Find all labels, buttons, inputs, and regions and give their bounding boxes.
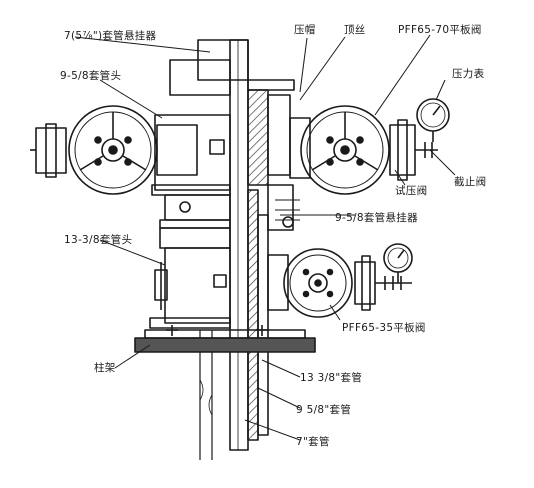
label-casing-head-1338: 13-3/8套管头 bbox=[64, 234, 133, 246]
casing-head-1338-body bbox=[149, 227, 231, 329]
lower-pressure-gauge bbox=[383, 243, 413, 283]
casing-head-958-body bbox=[151, 114, 231, 229]
tubing-flange-area bbox=[267, 184, 300, 231]
base-support-frame bbox=[134, 325, 316, 353]
label-casing-hanger-7: 7(5⅞")套管悬挂器 bbox=[64, 30, 157, 42]
label-casing-7: 7"套管 bbox=[296, 436, 330, 448]
upper-left-handwheel-valve bbox=[30, 105, 198, 195]
casing-7-string bbox=[229, 39, 249, 451]
label-gate-valve-pff65-70: PFF65-70平板阀 bbox=[398, 24, 482, 36]
upper-right-gate-valve bbox=[289, 105, 438, 195]
casing-hanger-7-body bbox=[169, 39, 295, 186]
leader-lines bbox=[74, 34, 456, 441]
label-test-valve: 试压阀 bbox=[395, 185, 428, 197]
label-support-frame: 柱架 bbox=[94, 362, 116, 374]
label-gate-valve-pff65-35: PFF65-35平板阀 bbox=[342, 322, 426, 334]
label-casing-hanger-958: 9-5/8套管悬挂器 bbox=[335, 212, 418, 224]
label-casing-1338: 13 3/8"套管 bbox=[300, 372, 363, 384]
casing-958-string bbox=[247, 189, 259, 441]
label-compression-cap: 压帽 bbox=[294, 24, 316, 36]
label-shutoff-valve: 截止阀 bbox=[454, 176, 487, 188]
label-top-wire: 顶丝 bbox=[344, 24, 366, 36]
casing-1338-string bbox=[257, 214, 269, 436]
lower-right-gate-valve bbox=[267, 248, 412, 318]
label-casing-958: 9 5/8"套管 bbox=[296, 404, 352, 416]
label-casing-head-958: 9-5/8套管头 bbox=[60, 70, 122, 82]
upper-pressure-gauge bbox=[416, 98, 450, 142]
label-pressure-gauge: 压力表 bbox=[452, 68, 485, 80]
